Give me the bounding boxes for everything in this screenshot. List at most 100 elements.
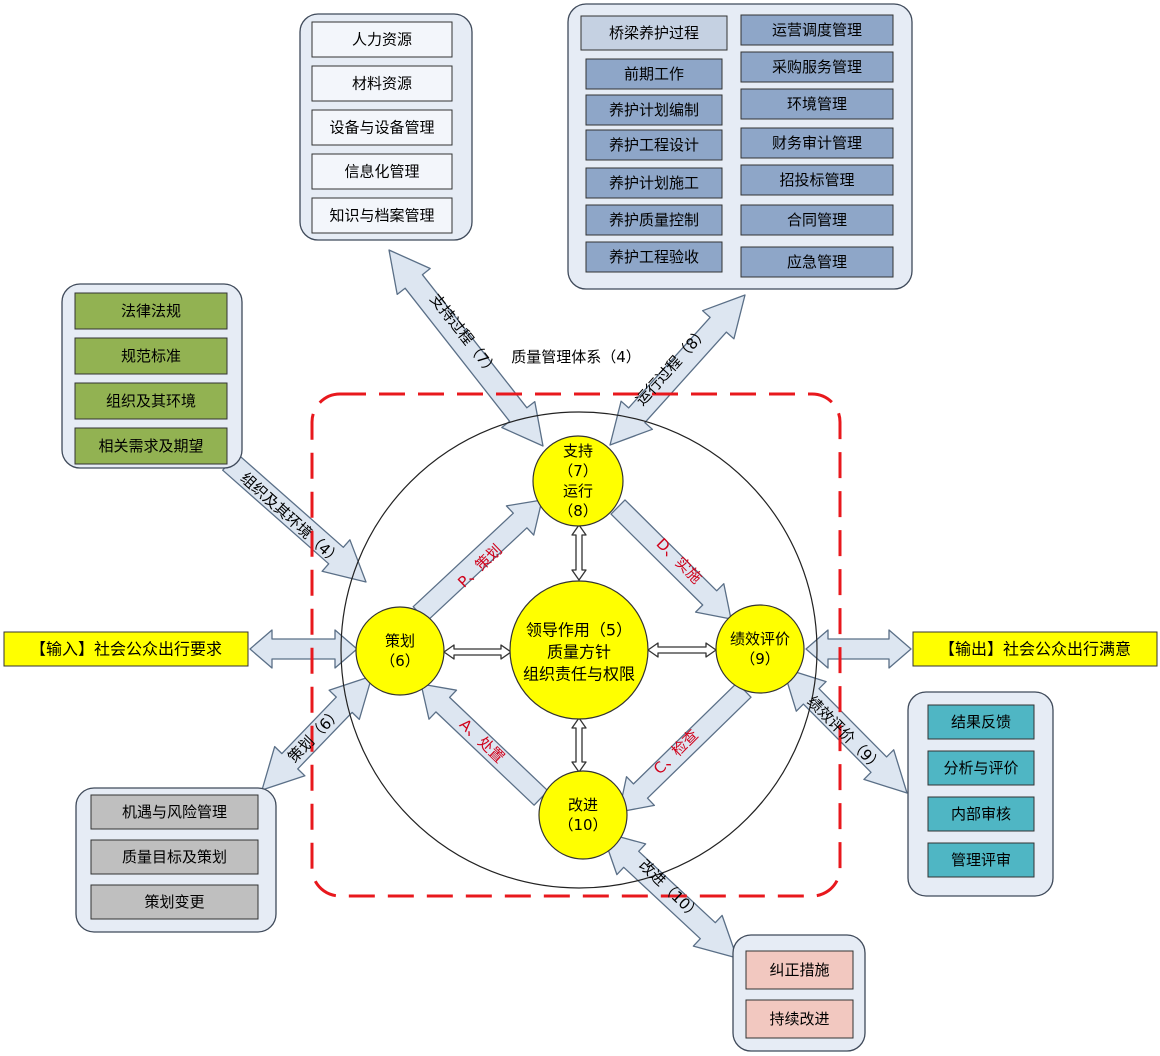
operation-link-arrow — [609, 294, 746, 446]
node-improvement[interactable]: 改进（10） — [538, 770, 628, 860]
operation-item[interactable]: 招投标管理 — [740, 164, 894, 196]
center-plan-connector — [443, 644, 512, 660]
operation-item[interactable]: 养护工程验收 — [585, 241, 723, 273]
operation-item-box — [580, 15, 728, 51]
operation-item[interactable]: 采购服务管理 — [740, 51, 894, 83]
content-layer: 支持（7）运行（8）策划（6）绩效评价（9）改进（10）领导作用（5）质量方针组… — [3, 3, 1158, 1052]
resource-item[interactable]: 知识与档案管理 — [311, 197, 453, 234]
evaluation-item[interactable]: 管理评审 — [927, 842, 1035, 878]
operation-item-label: 养护质量控制 — [609, 211, 699, 229]
do-arrow — [610, 499, 732, 620]
check-arrow — [618, 682, 752, 813]
center-improve-connector — [571, 717, 587, 773]
context-item[interactable]: 组织及其环境 — [74, 382, 228, 420]
planning-item-box — [90, 839, 259, 875]
operation-item-label: 养护工程设计 — [609, 136, 699, 154]
operation-item[interactable]: 财务审计管理 — [740, 127, 894, 159]
center-label-line: 质量方针 — [547, 643, 611, 662]
act-arrow — [420, 683, 549, 806]
operation-item[interactable]: 桥梁养护过程 — [580, 15, 728, 51]
operation-item-label: 前期工作 — [624, 65, 684, 83]
input-box — [3, 631, 249, 667]
operation-item[interactable]: 前期工作 — [585, 58, 723, 90]
context-item[interactable]: 法律法规 — [74, 292, 228, 330]
improvement-label-line: 改进 — [568, 796, 598, 814]
planning-item[interactable]: 质量目标及策划 — [90, 839, 259, 875]
improvement-circle — [538, 770, 628, 860]
support-link-arrow — [388, 249, 544, 447]
evaluation-item-label: 结果反馈 — [951, 713, 1011, 731]
resource-item-label: 信息化管理 — [344, 163, 419, 181]
planning-item[interactable]: 策划变更 — [90, 884, 259, 920]
operation-item[interactable]: 养护计划施工 — [585, 167, 723, 199]
operation-item-label: 合同管理 — [787, 211, 847, 229]
resource-item-box — [311, 65, 453, 102]
improvement-item[interactable]: 纠正措施 — [745, 950, 854, 990]
improvement-item-box — [745, 950, 854, 990]
planning-item-label: 质量目标及策划 — [122, 848, 227, 866]
output-arrow — [805, 629, 912, 669]
node-planning[interactable]: 策划（6） — [355, 606, 445, 696]
evaluation-link-arrow — [782, 667, 908, 794]
operation-item-label: 招投标管理 — [779, 171, 854, 189]
planning-item-box — [90, 794, 259, 830]
operation-item-box — [740, 14, 894, 46]
node-evaluation[interactable]: 绩效评价（9） — [715, 604, 805, 694]
support-label-line: （7） — [558, 462, 598, 480]
operation-item-box — [585, 129, 723, 161]
resource-item-box — [311, 153, 453, 190]
operation-item[interactable]: 养护计划编制 — [585, 94, 723, 126]
context-item[interactable]: 规范标准 — [74, 337, 228, 375]
operation-item-label: 环境管理 — [787, 95, 847, 113]
context-item[interactable]: 相关需求及期望 — [74, 427, 228, 465]
improvement-item[interactable]: 持续改进 — [745, 999, 854, 1039]
operation-item-label: 采购服务管理 — [772, 58, 862, 76]
operation-item[interactable]: 养护质量控制 — [585, 204, 723, 236]
output-box — [912, 631, 1158, 667]
operation-item[interactable]: 应急管理 — [740, 246, 894, 278]
planning-item-label: 策划变更 — [144, 893, 204, 911]
evaluation-item-box — [927, 750, 1035, 786]
operation-item-box — [740, 51, 894, 83]
operation-item[interactable]: 合同管理 — [740, 204, 894, 236]
context-item-label: 组织及其环境 — [106, 392, 196, 410]
planning-item-label: 机遇与风险管理 — [122, 803, 227, 821]
evaluation-label-line: （9） — [740, 650, 780, 668]
frame-layer: 质量管理体系（4） — [310, 348, 842, 898]
operation-item-label: 应急管理 — [787, 253, 847, 271]
evaluation-item[interactable]: 内部审核 — [927, 796, 1035, 832]
planning-circle — [355, 606, 445, 696]
system-label: 质量管理体系（4） — [511, 348, 641, 366]
improvement-item-label: 纠正措施 — [769, 961, 829, 979]
operation-item[interactable]: 养护工程设计 — [585, 129, 723, 161]
operation-item[interactable]: 环境管理 — [740, 88, 894, 120]
resource-item[interactable]: 材料资源 — [311, 65, 453, 102]
resource-item-box — [311, 21, 453, 58]
improvement-item-label: 持续改进 — [769, 1010, 829, 1028]
evaluation-item-label: 管理评审 — [951, 851, 1011, 869]
resource-item[interactable]: 信息化管理 — [311, 153, 453, 190]
support-label-line: （8） — [558, 502, 598, 520]
operation-item-box — [585, 94, 723, 126]
context-panel — [61, 283, 243, 469]
planning-link-label: 策划（6） — [284, 704, 345, 767]
center-label-line: 组织责任与权限 — [523, 665, 635, 684]
resource-item-label: 材料资源 — [352, 75, 412, 93]
evaluation-item[interactable]: 结果反馈 — [927, 704, 1035, 740]
evaluation-item[interactable]: 分析与评价 — [927, 750, 1035, 786]
operation-item-label: 养护计划编制 — [609, 101, 699, 119]
resource-item[interactable]: 设备与设备管理 — [311, 109, 453, 146]
planning-item[interactable]: 机遇与风险管理 — [90, 794, 259, 830]
resource-item[interactable]: 人力资源 — [311, 21, 453, 58]
node-support[interactable]: 支持（7）运行（8） — [532, 435, 624, 527]
operation-item-box — [740, 164, 894, 196]
operation-item-label: 运营调度管理 — [772, 21, 862, 39]
resource-item-box — [311, 109, 453, 146]
support-circle — [532, 435, 624, 527]
operation-item-box — [585, 204, 723, 236]
context-item-label: 法律法规 — [121, 302, 181, 320]
operation-item-box — [585, 241, 723, 273]
operation-item[interactable]: 运营调度管理 — [740, 14, 894, 46]
